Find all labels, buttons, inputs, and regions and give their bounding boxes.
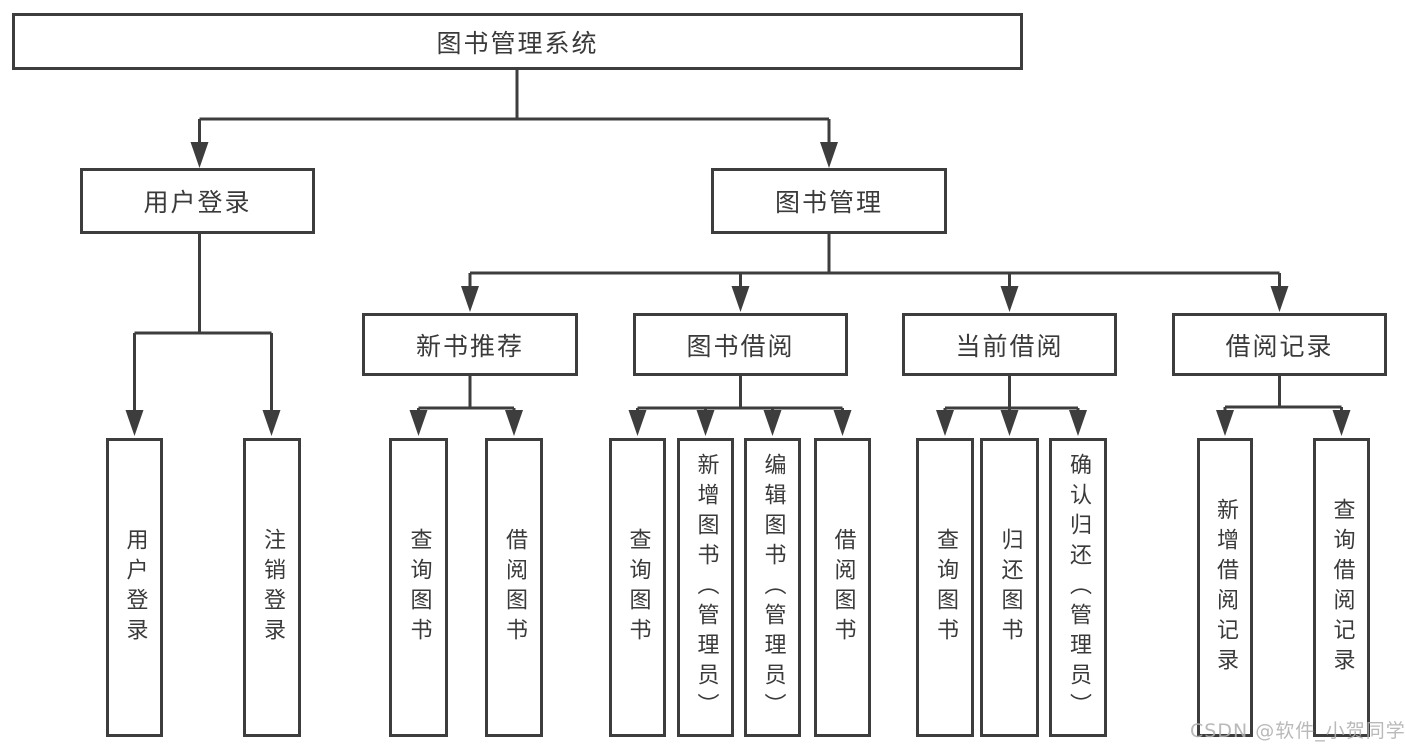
node-user-login-label: 用户登录 (143, 188, 252, 217)
node-book-management-label: 图书管理 (774, 188, 883, 217)
node-new-book-recommendation-label: 新书推荐 (415, 331, 524, 361)
node-library-management-system-label: 图书管理系统 (436, 28, 599, 58)
arrow-down-icon (190, 142, 209, 168)
leaf-confirm-return-admin-label: 确认归还（管理员） (1066, 452, 1091, 723)
arrow-down-icon (125, 410, 144, 436)
leaf-return-books-label: 归还图书 (997, 527, 1023, 648)
csdn-watermark: CSDN @软件_小贺同学 (1190, 720, 1405, 742)
node-borrowing-records-label: 借阅记录 (1225, 331, 1334, 361)
arrow-down-icon (1000, 410, 1019, 436)
leaf-edit-books-admin: 编辑图书（管理员） (744, 438, 801, 737)
leaf-add-books-admin: 新增图书（管理员） (677, 438, 734, 737)
leaf-query-borrow-record-label: 查询借阅记录 (1329, 497, 1355, 678)
leaf-current-query-books-label: 查询图书 (933, 527, 958, 648)
node-new-book-recommendation: 新书推荐 (362, 313, 578, 376)
arrow-down-icon (1069, 410, 1087, 436)
leaf-newrec-borrow-books: 借阅图书 (485, 438, 543, 737)
node-book-borrowing: 图书借阅 (633, 313, 848, 376)
leaf-query-borrow-record: 查询借阅记录 (1313, 438, 1370, 737)
arrow-down-icon (936, 410, 954, 436)
arrow-down-icon (1216, 410, 1234, 436)
arrow-down-icon (731, 286, 750, 312)
leaf-add-borrow-record: 新增借阅记录 (1197, 438, 1253, 737)
leaf-add-borrow-record-label: 新增借阅记录 (1213, 497, 1238, 678)
leaf-confirm-return-admin: 确认归还（管理员） (1049, 438, 1107, 737)
arrow-down-icon (505, 410, 523, 436)
arrow-down-icon (1000, 286, 1019, 312)
arrow-down-icon (763, 410, 782, 436)
arrow-down-icon (696, 410, 715, 436)
leaf-current-query-books: 查询图书 (916, 438, 974, 737)
node-current-borrowing-label: 当前借阅 (955, 331, 1064, 361)
leaf-borrowing-query-books: 查询图书 (609, 438, 666, 737)
node-borrowing-records: 借阅记录 (1172, 313, 1387, 376)
leaf-logout: 注销登录 (243, 438, 301, 737)
arrow-down-icon (820, 142, 838, 168)
leaf-logout-label: 注销登录 (260, 527, 285, 648)
leaf-newrec-borrow-books-label: 借阅图书 (502, 527, 527, 648)
arrow-down-icon (628, 410, 647, 436)
leaf-newrec-query-books: 查询图书 (389, 438, 448, 737)
leaf-return-books: 归还图书 (980, 438, 1039, 737)
leaf-user-login: 用户登录 (106, 438, 163, 737)
arrow-down-icon (461, 286, 479, 312)
arrow-down-icon (1332, 410, 1351, 436)
leaf-user-login-label: 用户登录 (122, 527, 148, 648)
leaf-borrowing-query-books-label: 查询图书 (625, 527, 651, 648)
arrow-down-icon (1270, 286, 1289, 312)
leaf-borrowing-borrow-books: 借阅图书 (814, 438, 871, 737)
node-current-borrowing: 当前借阅 (902, 313, 1117, 376)
leaf-add-books-admin-label: 新增图书（管理员） (693, 452, 719, 723)
arrow-down-icon (409, 410, 428, 436)
arrow-down-icon (262, 410, 281, 436)
leaf-newrec-query-books-label: 查询图书 (406, 527, 432, 648)
leaf-edit-books-admin-label: 编辑图书（管理员） (760, 452, 786, 723)
node-book-management: 图书管理 (711, 168, 947, 234)
arrowhead-icons (125, 142, 1351, 436)
arrow-down-icon (833, 410, 852, 436)
leaf-borrowing-borrow-books-label: 借阅图书 (830, 527, 856, 648)
node-user-login: 用户登录 (80, 168, 315, 234)
node-book-borrowing-label: 图书借阅 (686, 331, 795, 361)
node-library-management-system: 图书管理系统 (12, 13, 1023, 70)
